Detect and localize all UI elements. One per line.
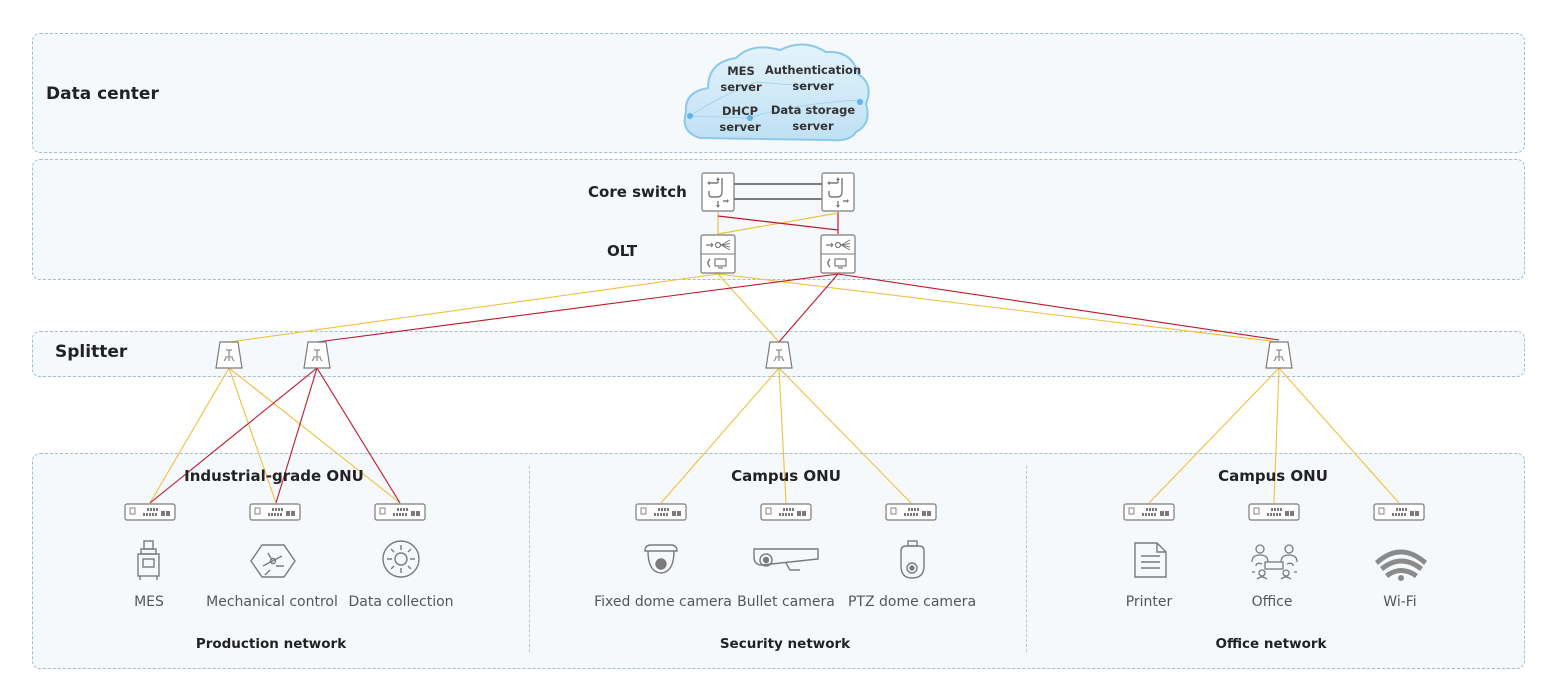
data-storage-server-label: Data storage server: [771, 102, 855, 134]
divider-security-office: [1026, 466, 1027, 652]
onu-printer-icon: [1123, 503, 1175, 521]
storage-server-line2: server: [792, 119, 834, 133]
core-switch-label: Core switch: [588, 183, 687, 201]
splitter-label: Splitter: [55, 342, 128, 362]
mes-server-line2: server: [720, 80, 762, 94]
industrial-onu-label: Industrial-grade ONU: [184, 467, 364, 485]
onu-ptz-icon: [885, 503, 937, 521]
core-switch-right-icon: [821, 172, 855, 212]
device-label-mechanical-control: Mechanical control: [206, 594, 338, 610]
data-collection-icon: [382, 540, 420, 578]
mes-server-line1: MES: [727, 64, 755, 78]
device-label-bullet-camera: Bullet camera: [737, 594, 835, 610]
data-center-label: Data center: [46, 84, 159, 104]
data-center-cloud: [683, 43, 870, 142]
security-network-label: Security network: [719, 636, 851, 652]
core-switch-left-icon: [701, 172, 735, 212]
onu-office-icon: [1248, 503, 1300, 521]
access-zone: [32, 453, 1525, 669]
device-label-wifi: Wi-Fi: [1383, 594, 1417, 610]
olt-right-icon: [820, 234, 856, 274]
authentication-server-label: Authentication server: [765, 62, 861, 94]
auth-server-line1: Authentication: [764, 63, 862, 77]
office-network-label: Office network: [1215, 636, 1327, 652]
onu-data-collection-icon: [374, 503, 426, 521]
device-label-mes: MES: [134, 594, 164, 610]
onu-mes-icon: [124, 503, 176, 521]
splitter-1-icon: [215, 341, 243, 369]
auth-server-line2: server: [792, 79, 834, 93]
device-label-printer: Printer: [1125, 594, 1173, 610]
splitter-2-icon: [303, 341, 331, 369]
olt-label: OLT: [607, 242, 638, 260]
printer-icon: [1134, 542, 1167, 578]
mechanical-control-icon: [250, 544, 296, 578]
olt-left-icon: [700, 234, 736, 274]
mes-server-label: MES server: [720, 63, 761, 95]
divider-production-security: [529, 466, 530, 652]
wifi-icon: [1375, 549, 1427, 581]
device-label-ptz-dome-camera: PTZ dome camera: [847, 594, 977, 610]
campus-onu-security-label: Campus ONU: [731, 467, 841, 485]
core-olt-zone: [32, 159, 1525, 280]
production-network-label: Production network: [195, 636, 347, 652]
switch-olt-links: [717, 212, 839, 235]
dhcp-server-line2: server: [719, 120, 761, 134]
onu-fixed-dome-icon: [635, 503, 687, 521]
dhcp-server-line1: DHCP: [721, 104, 759, 118]
campus-onu-office-label: Campus ONU: [1218, 467, 1328, 485]
onu-bullet-icon: [760, 503, 812, 521]
dhcp-server-label: DHCP server: [719, 103, 760, 135]
onu-wifi-icon: [1373, 503, 1425, 521]
mes-terminal-icon: [137, 540, 160, 580]
splitter-4-icon: [1265, 341, 1293, 369]
core-switch-link: [734, 183, 822, 200]
fixed-dome-camera-icon: [644, 544, 678, 574]
olt-splitter-links: [228, 273, 1280, 343]
device-label-fixed-dome-camera: Fixed dome camera: [594, 594, 732, 610]
device-label-data-collection: Data collection: [348, 594, 454, 610]
storage-server-line1: Data storage: [770, 103, 856, 117]
ptz-dome-camera-icon: [900, 540, 925, 579]
splitter-onu-links: [149, 367, 1400, 504]
device-label-office: Office: [1251, 594, 1293, 610]
onu-mechanical-icon: [249, 503, 301, 521]
splitter-3-icon: [765, 341, 793, 369]
office-icon: [1251, 544, 1298, 580]
bullet-camera-icon: [753, 548, 819, 571]
